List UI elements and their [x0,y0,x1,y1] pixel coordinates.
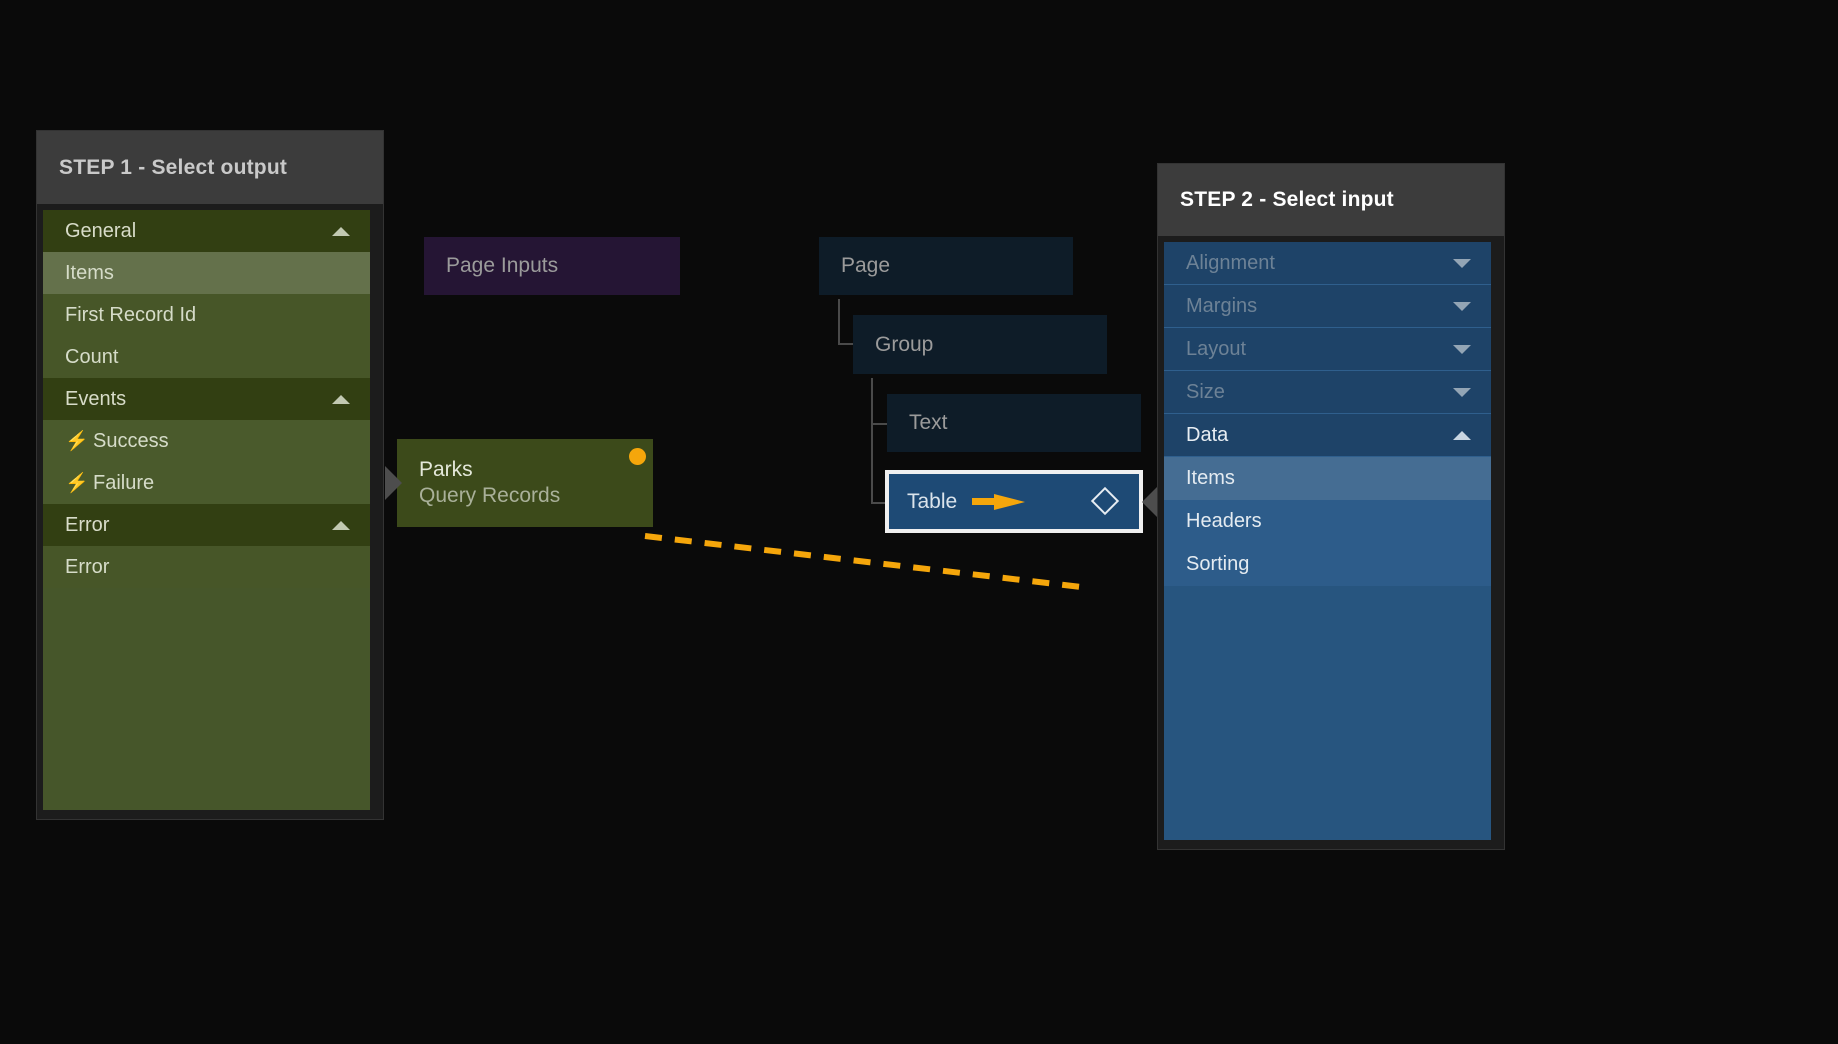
node-page[interactable]: Page [819,237,1073,295]
step2-row-data[interactable]: Data [1164,414,1491,457]
step2-row-layout[interactable]: Layout [1164,328,1491,371]
node-text[interactable]: Text [887,394,1141,452]
step1-row-label: Error [65,555,110,578]
node-parks[interactable]: Parks Query Records [397,439,653,527]
lightning-bolt-icon: ⚡ [65,472,89,494]
step1-row-label: Error [65,513,110,536]
chevron-up-icon[interactable] [1453,431,1471,440]
node-parks-title: Parks [419,458,473,481]
step2-row-label: Margins [1186,294,1258,317]
node-page-inputs-label: Page Inputs [446,254,559,277]
step1-row-label: Success [93,429,169,452]
node-group-label: Group [875,332,934,356]
step1-row-label: Count [65,345,119,368]
step2-row-margins[interactable]: Margins [1164,285,1491,328]
tree-connector-group-children [871,378,873,503]
step1-title: STEP 1 - Select output [59,155,288,179]
chevron-up-icon[interactable] [332,227,350,236]
step2-row-sorting[interactable]: Sorting [1164,543,1491,586]
step1-row-events[interactable]: Events [43,378,370,420]
tree-connector-text-stub [871,423,887,425]
step1-row-label: Items [65,261,114,284]
step1-row-label: Events [65,387,127,410]
binding-link-line [644,533,1091,591]
step2-row-label: Items [1186,467,1235,489]
node-page-label: Page [841,254,891,277]
chevron-down-icon[interactable] [1453,388,1471,397]
tree-connector-table-stub [871,502,887,504]
step1-row-count[interactable]: Count [43,336,370,378]
step1-row-first-record-id[interactable]: First Record Id [43,294,370,336]
node-parks-subtitle: Query Records [419,484,561,507]
step2-row-headers[interactable]: Headers [1164,500,1491,543]
chevron-down-icon[interactable] [1453,259,1471,268]
step2-row-label: Alignment [1186,251,1275,274]
step2-row-label: Layout [1186,337,1247,360]
node-group[interactable]: Group [853,315,1107,374]
node-table[interactable]: Table [885,470,1143,533]
step2-row-size[interactable]: Size [1164,371,1491,414]
lightning-bolt-icon: ⚡ [65,430,89,452]
step1-row-error[interactable]: Error [43,504,370,546]
chevron-up-icon[interactable] [332,395,350,404]
step1-row-items[interactable]: Items [43,252,370,294]
tree-connector-page-group [838,299,854,345]
step1-row-error[interactable]: Error [43,546,370,588]
chevron-down-icon[interactable] [1453,345,1471,354]
step2-row-label: Headers [1186,510,1262,532]
node-text-label: Text [909,411,948,434]
step2-row-label: Size [1186,380,1225,403]
step1-row-label: Failure [93,471,155,494]
chevron-up-icon[interactable] [332,521,350,530]
step2-title: STEP 2 - Select input [1180,188,1394,211]
step2-header: STEP 2 - Select input [1158,164,1504,236]
step1-row-success[interactable]: ⚡Success [43,420,370,462]
step1-row-general[interactable]: General [43,210,370,252]
chevron-down-icon[interactable] [1453,302,1471,311]
output-selection-pointer-icon [385,466,402,500]
step1-row-failure[interactable]: ⚡Failure [43,462,370,504]
input-selection-pointer-icon [1142,485,1159,519]
step2-row-items[interactable]: Items [1164,457,1491,500]
step1-row-label: First Record Id [65,303,197,326]
step2-row-label: Sorting [1186,553,1250,575]
step1-header: STEP 1 - Select output [37,131,383,204]
step2-row-label: Data [1186,423,1229,446]
step2-row-alignment[interactable]: Alignment [1164,242,1491,285]
node-table-label: Table [907,489,958,513]
step1-row-label: General [65,219,137,242]
output-port-dot[interactable] [629,448,646,465]
node-page-inputs[interactable]: Page Inputs [424,237,680,295]
